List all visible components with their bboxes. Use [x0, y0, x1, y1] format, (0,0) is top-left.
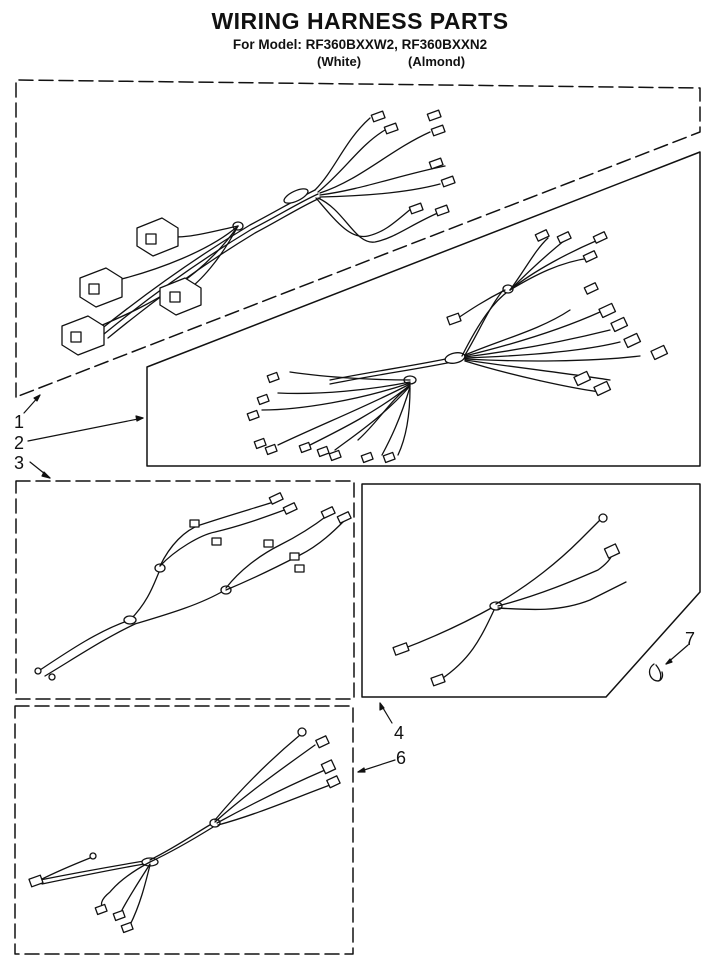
model-numbers: For Model: RF360BXXW2, RF360BXXN2	[232, 37, 488, 52]
callout-7: 7	[685, 629, 695, 649]
panel-part-3	[15, 480, 355, 700]
harness-part-3	[34, 492, 352, 681]
panel-part-4	[361, 483, 701, 698]
panel-part-1	[15, 79, 701, 398]
callout-4: 4	[394, 723, 404, 743]
clip-part-7	[648, 663, 664, 682]
terminal-ends	[34, 492, 352, 681]
panel-part-6	[14, 705, 354, 955]
panel-part-2	[146, 151, 701, 467]
harness-part-1	[61, 109, 456, 356]
harness-part-6	[28, 727, 341, 934]
callout-1: 1	[14, 412, 24, 432]
variant-almond-label: (Almond)	[408, 54, 466, 69]
callout-leaders	[23, 394, 689, 773]
harness-part-2	[246, 229, 669, 464]
terminal-ends	[392, 513, 621, 687]
variant-white-label: (White)	[317, 54, 362, 69]
page-title: WIRING HARNESS PARTS	[211, 8, 509, 34]
harness-part-4	[392, 513, 627, 687]
callout-6: 6	[396, 748, 406, 768]
terminal-ends	[28, 727, 341, 934]
terminal-ends	[370, 109, 456, 217]
callout-2: 2	[14, 433, 24, 453]
connector-block	[61, 217, 202, 356]
callout-3: 3	[14, 453, 24, 473]
terminal-ends	[246, 229, 669, 464]
